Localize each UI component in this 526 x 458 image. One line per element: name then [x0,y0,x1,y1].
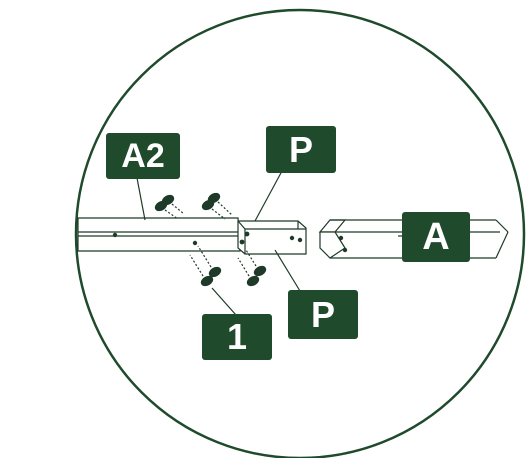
circle-frame [74,8,526,458]
screw-icon [201,199,226,220]
label-a: A [402,212,470,262]
screw-icon [154,200,179,220]
label-p-bottom: P [288,290,358,339]
label-hardware-1: 1 [202,314,272,360]
screw-icon [189,254,214,287]
label-p-top: P [266,126,336,173]
screw-icon [237,257,260,287]
rail-a2 [77,217,241,252]
connector-p [237,220,307,255]
label-a2: A2 [106,133,180,179]
screw-icon [245,249,267,277]
screw-icon [197,245,222,278]
leader-lines [136,170,404,316]
